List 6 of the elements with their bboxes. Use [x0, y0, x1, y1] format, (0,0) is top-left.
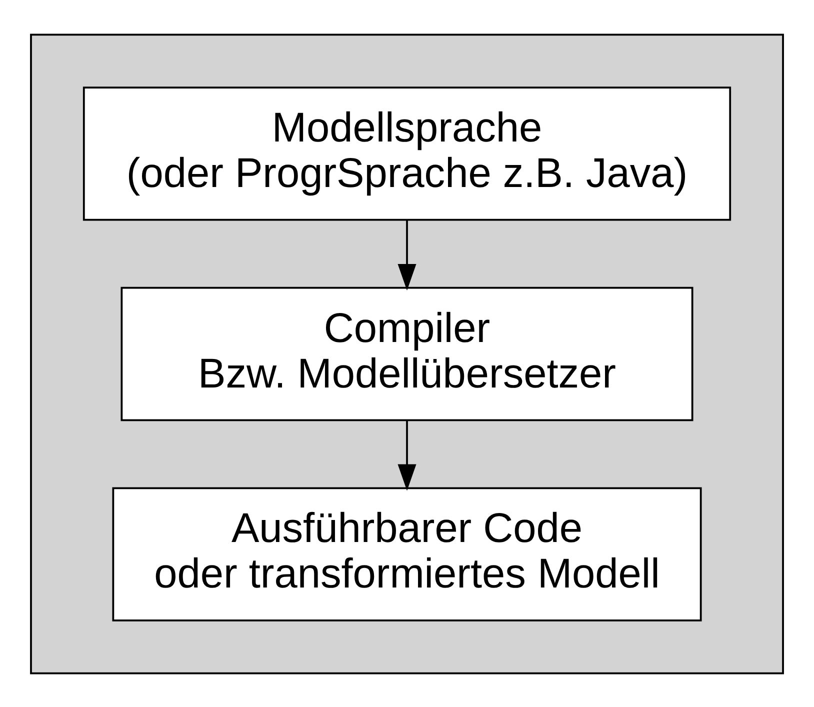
node-box: Compiler Bzw. Modellübersetzer: [120, 286, 694, 421]
node-box: Ausführbarer Code oder transformiertes Modell: [112, 486, 702, 621]
node-box: Modellsprache (oder ProgrSprache z.B. Java): [82, 86, 732, 220]
cluster: [30, 33, 784, 674]
arrow: [398, 219, 416, 290]
arrow: [398, 420, 416, 490]
